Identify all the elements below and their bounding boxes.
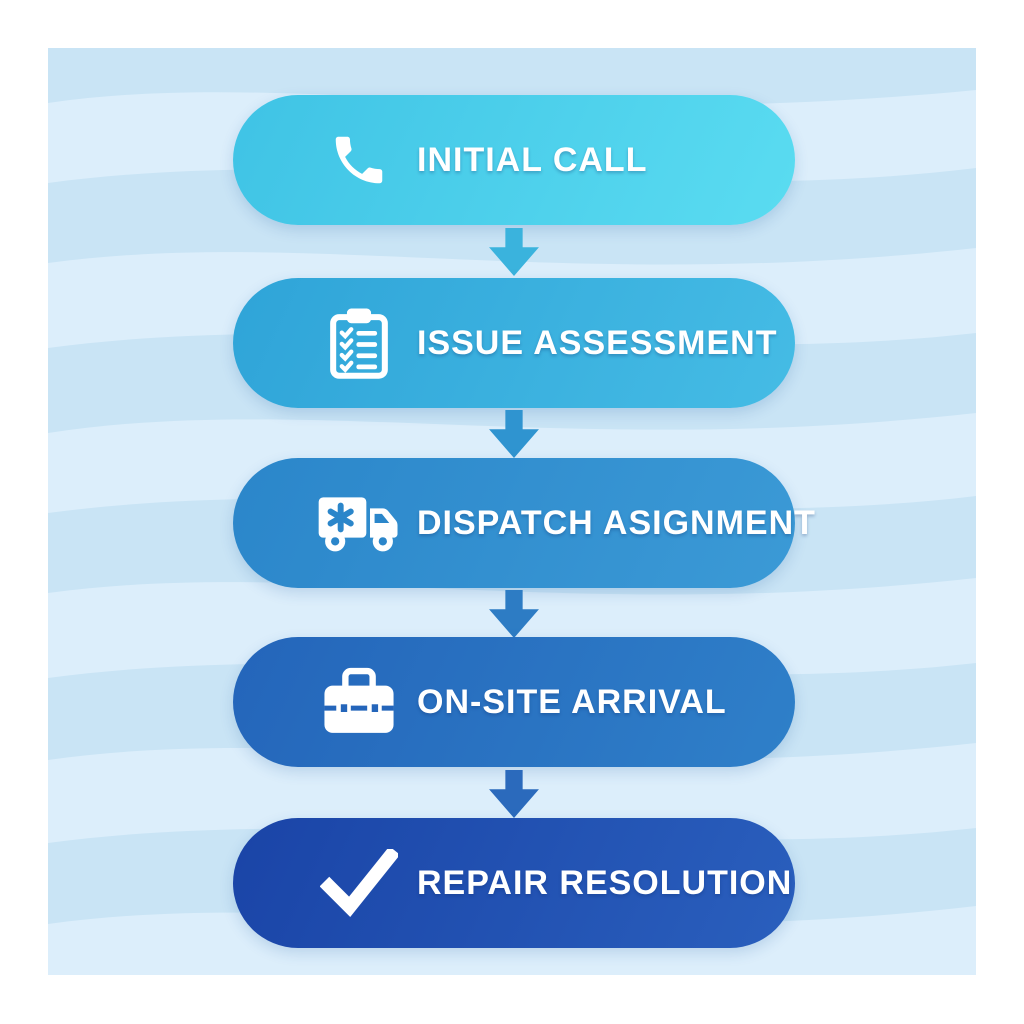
flowchart-panel: INITIAL CALL [48, 48, 976, 975]
step-label: ON-SITE ARRIVAL [417, 682, 727, 721]
phone-icon [311, 112, 407, 208]
service-truck-icon [311, 475, 407, 571]
step-issue-assessment: ISSUE ASSESSMENT [233, 278, 795, 408]
flow-arrow-down-icon [486, 410, 542, 458]
toolbox-icon [311, 654, 407, 750]
step-label: INITIAL CALL [417, 140, 648, 179]
step-initial-call: INITIAL CALL [233, 95, 795, 225]
step-repair-resolution: REPAIR RESOLUTION [233, 818, 795, 948]
flow-arrow-down-icon [486, 228, 542, 276]
flow-arrow-down-icon [486, 770, 542, 818]
flow-arrow-down-icon [486, 590, 542, 638]
step-label: ISSUE ASSESSMENT [417, 323, 778, 362]
step-label: DISPATCH ASIGNMENT [417, 503, 816, 542]
step-label: REPAIR RESOLUTION [417, 863, 793, 902]
process-flow: INITIAL CALL [48, 48, 976, 975]
clipboard-checklist-icon [311, 295, 407, 391]
checkmark-icon [311, 835, 407, 931]
step-dispatch-assignment: DISPATCH ASIGNMENT [233, 458, 815, 588]
step-on-site-arrival: ON-SITE ARRIVAL [233, 637, 795, 767]
